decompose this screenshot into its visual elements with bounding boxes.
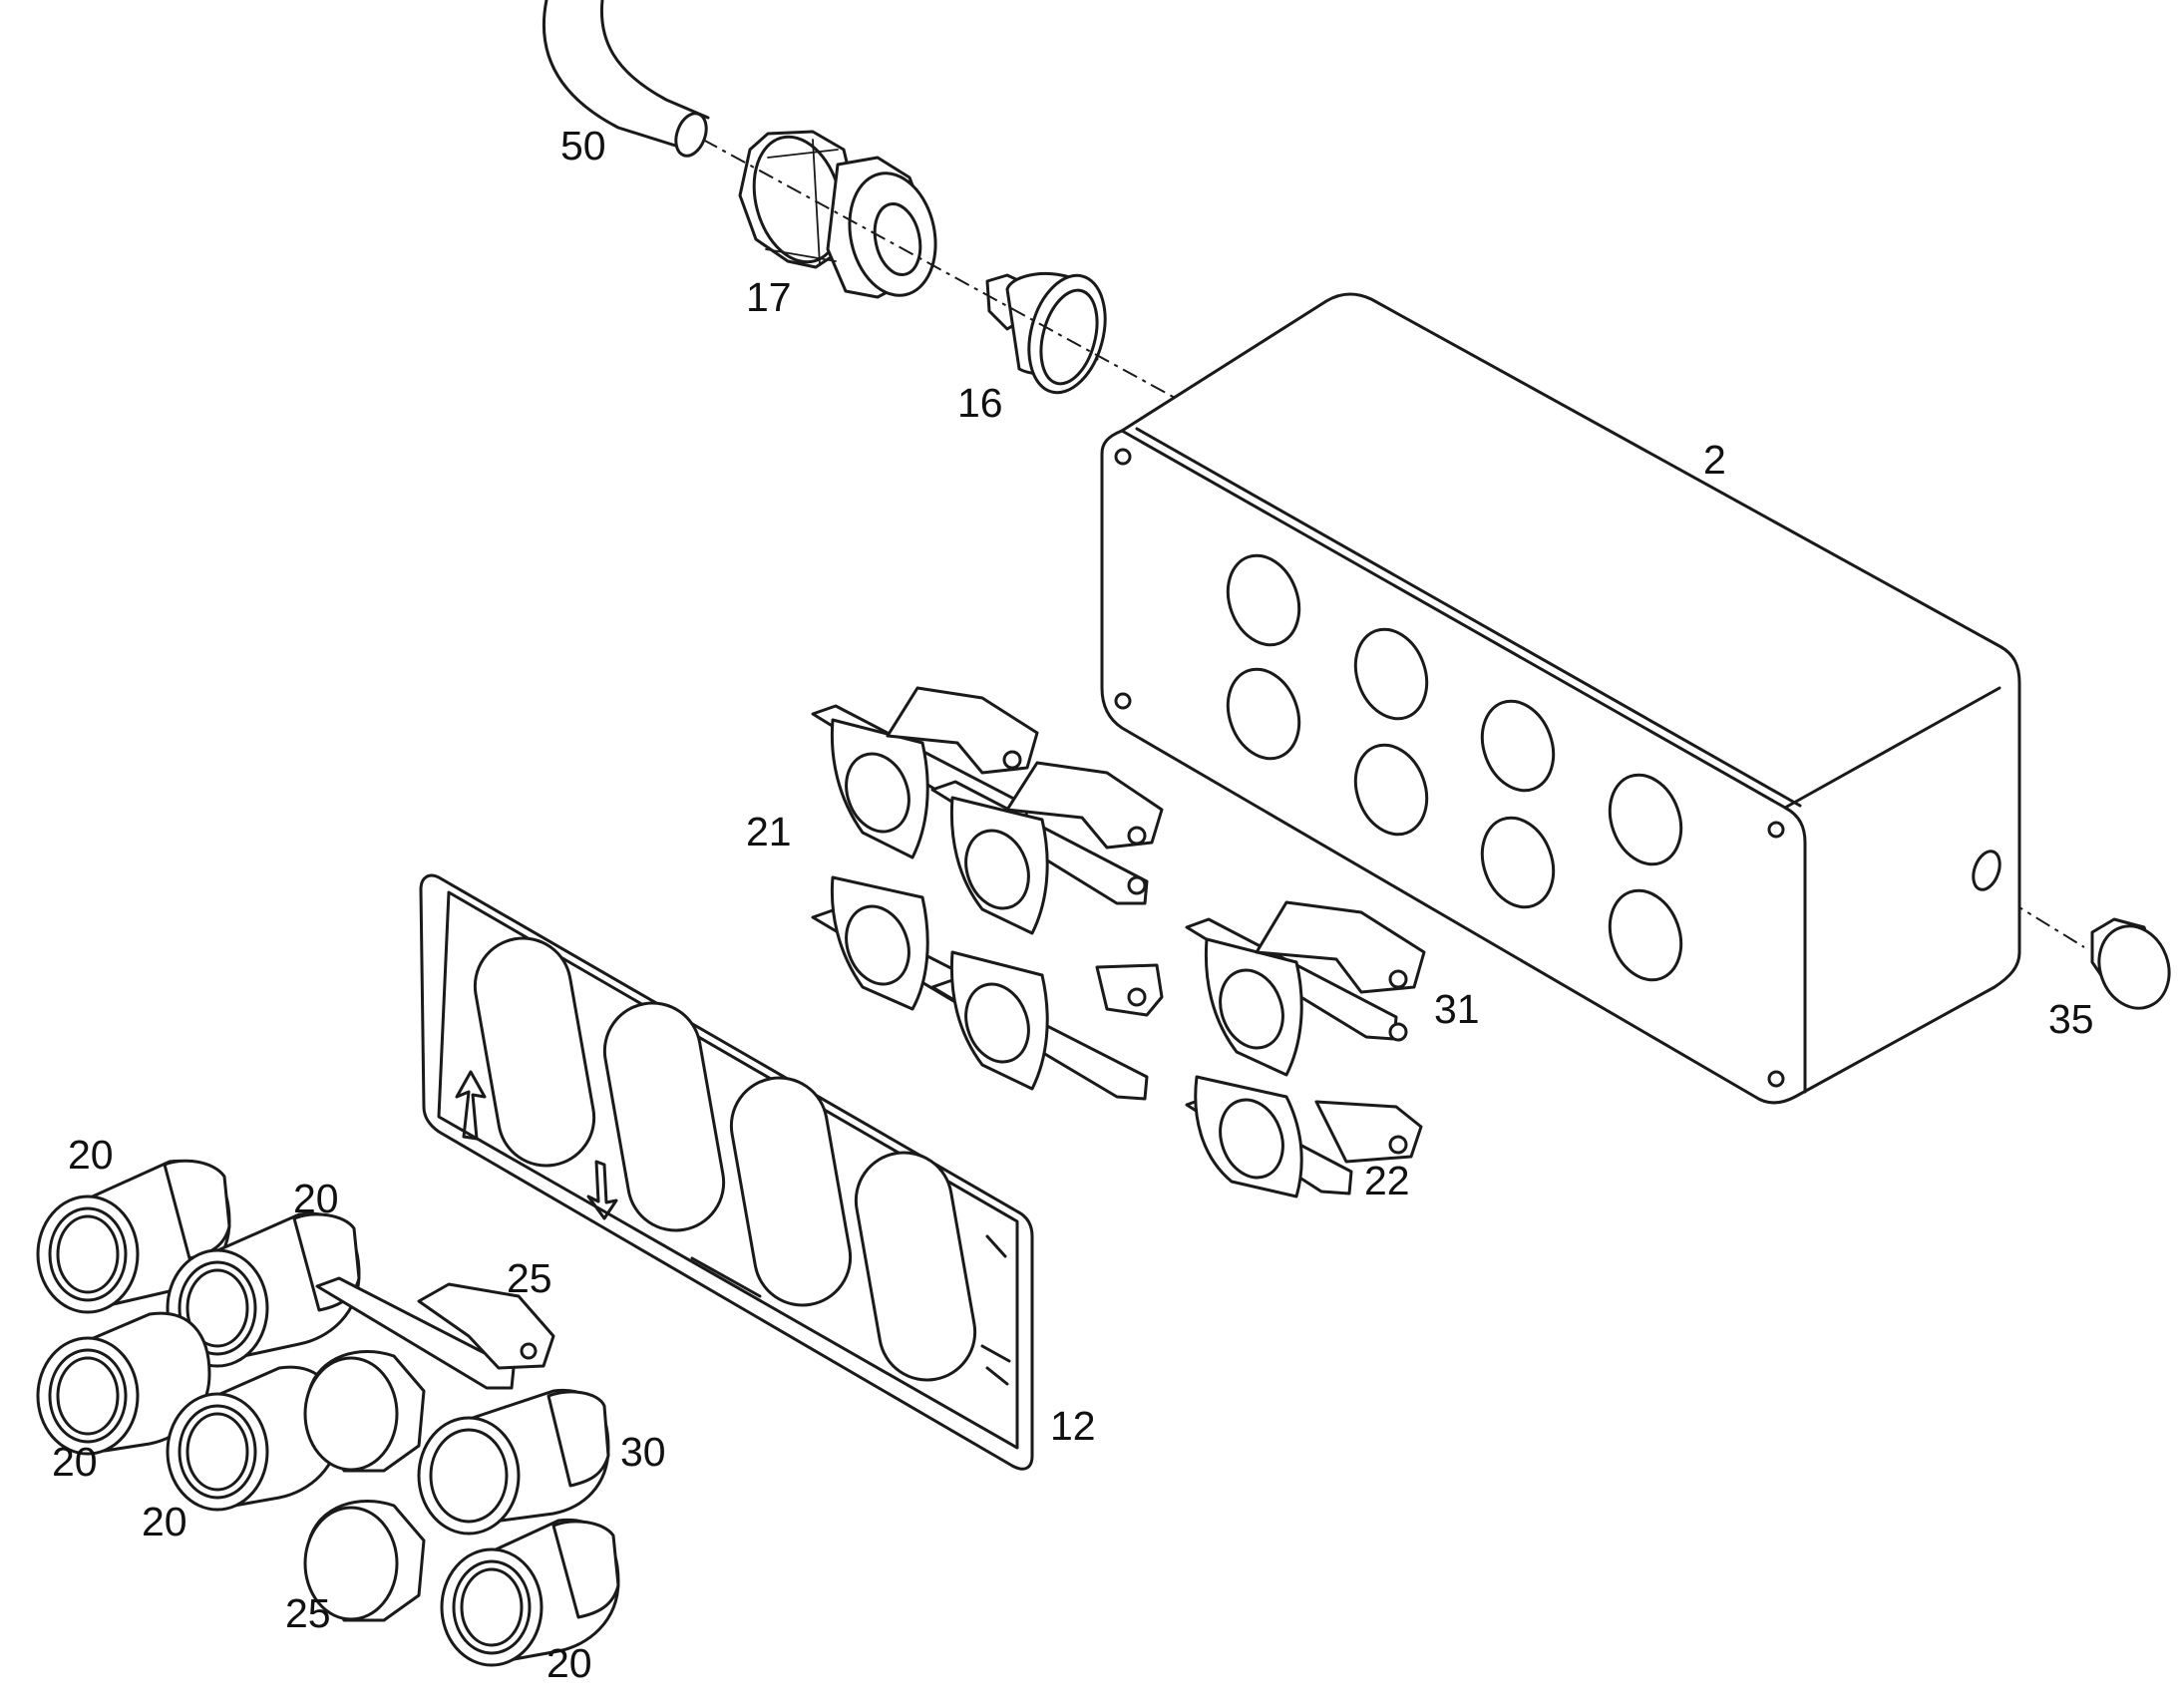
label-plate-part [419,873,1034,1471]
callout-20-top-left: 20 [68,1132,114,1178]
callout-25-top: 25 [507,1255,552,1301]
callout-2: 2 [1703,437,1726,483]
callout-20-top-right: 20 [293,1176,339,1221]
callout-12: 12 [1050,1403,1096,1449]
contact-block-22-part [1185,1075,1423,1198]
callout-35: 35 [2048,996,2094,1042]
callout-25-bottom: 25 [285,1590,331,1636]
callout-20-lower: 20 [142,1499,187,1544]
callout-20-left: 20 [52,1439,98,1485]
callout-50: 50 [560,123,606,169]
push-button-20c-part [36,1311,211,1456]
button-contact-holder-25-part [303,1276,555,1622]
callout-16: 16 [957,380,1003,426]
push-button-20e-part [440,1518,620,1667]
callout-31: 31 [1434,986,1480,1032]
cable-gland-part [738,130,937,299]
contact-block-31-part [1185,900,1426,1077]
push-button-30-part [417,1388,610,1536]
insert-part [985,271,1107,395]
callout-21: 21 [746,809,792,854]
callout-22: 22 [1364,1158,1410,1203]
enclosure-box-part [1100,292,2021,1105]
callout-17: 17 [746,274,792,320]
callout-30: 30 [620,1429,666,1475]
contact-block-assembly-part [811,686,1164,1101]
callout-20-bottom: 20 [546,1640,592,1686]
cable-part [542,0,710,158]
blanking-plug-part [2090,917,2171,1010]
push-button-group [36,1159,620,1667]
